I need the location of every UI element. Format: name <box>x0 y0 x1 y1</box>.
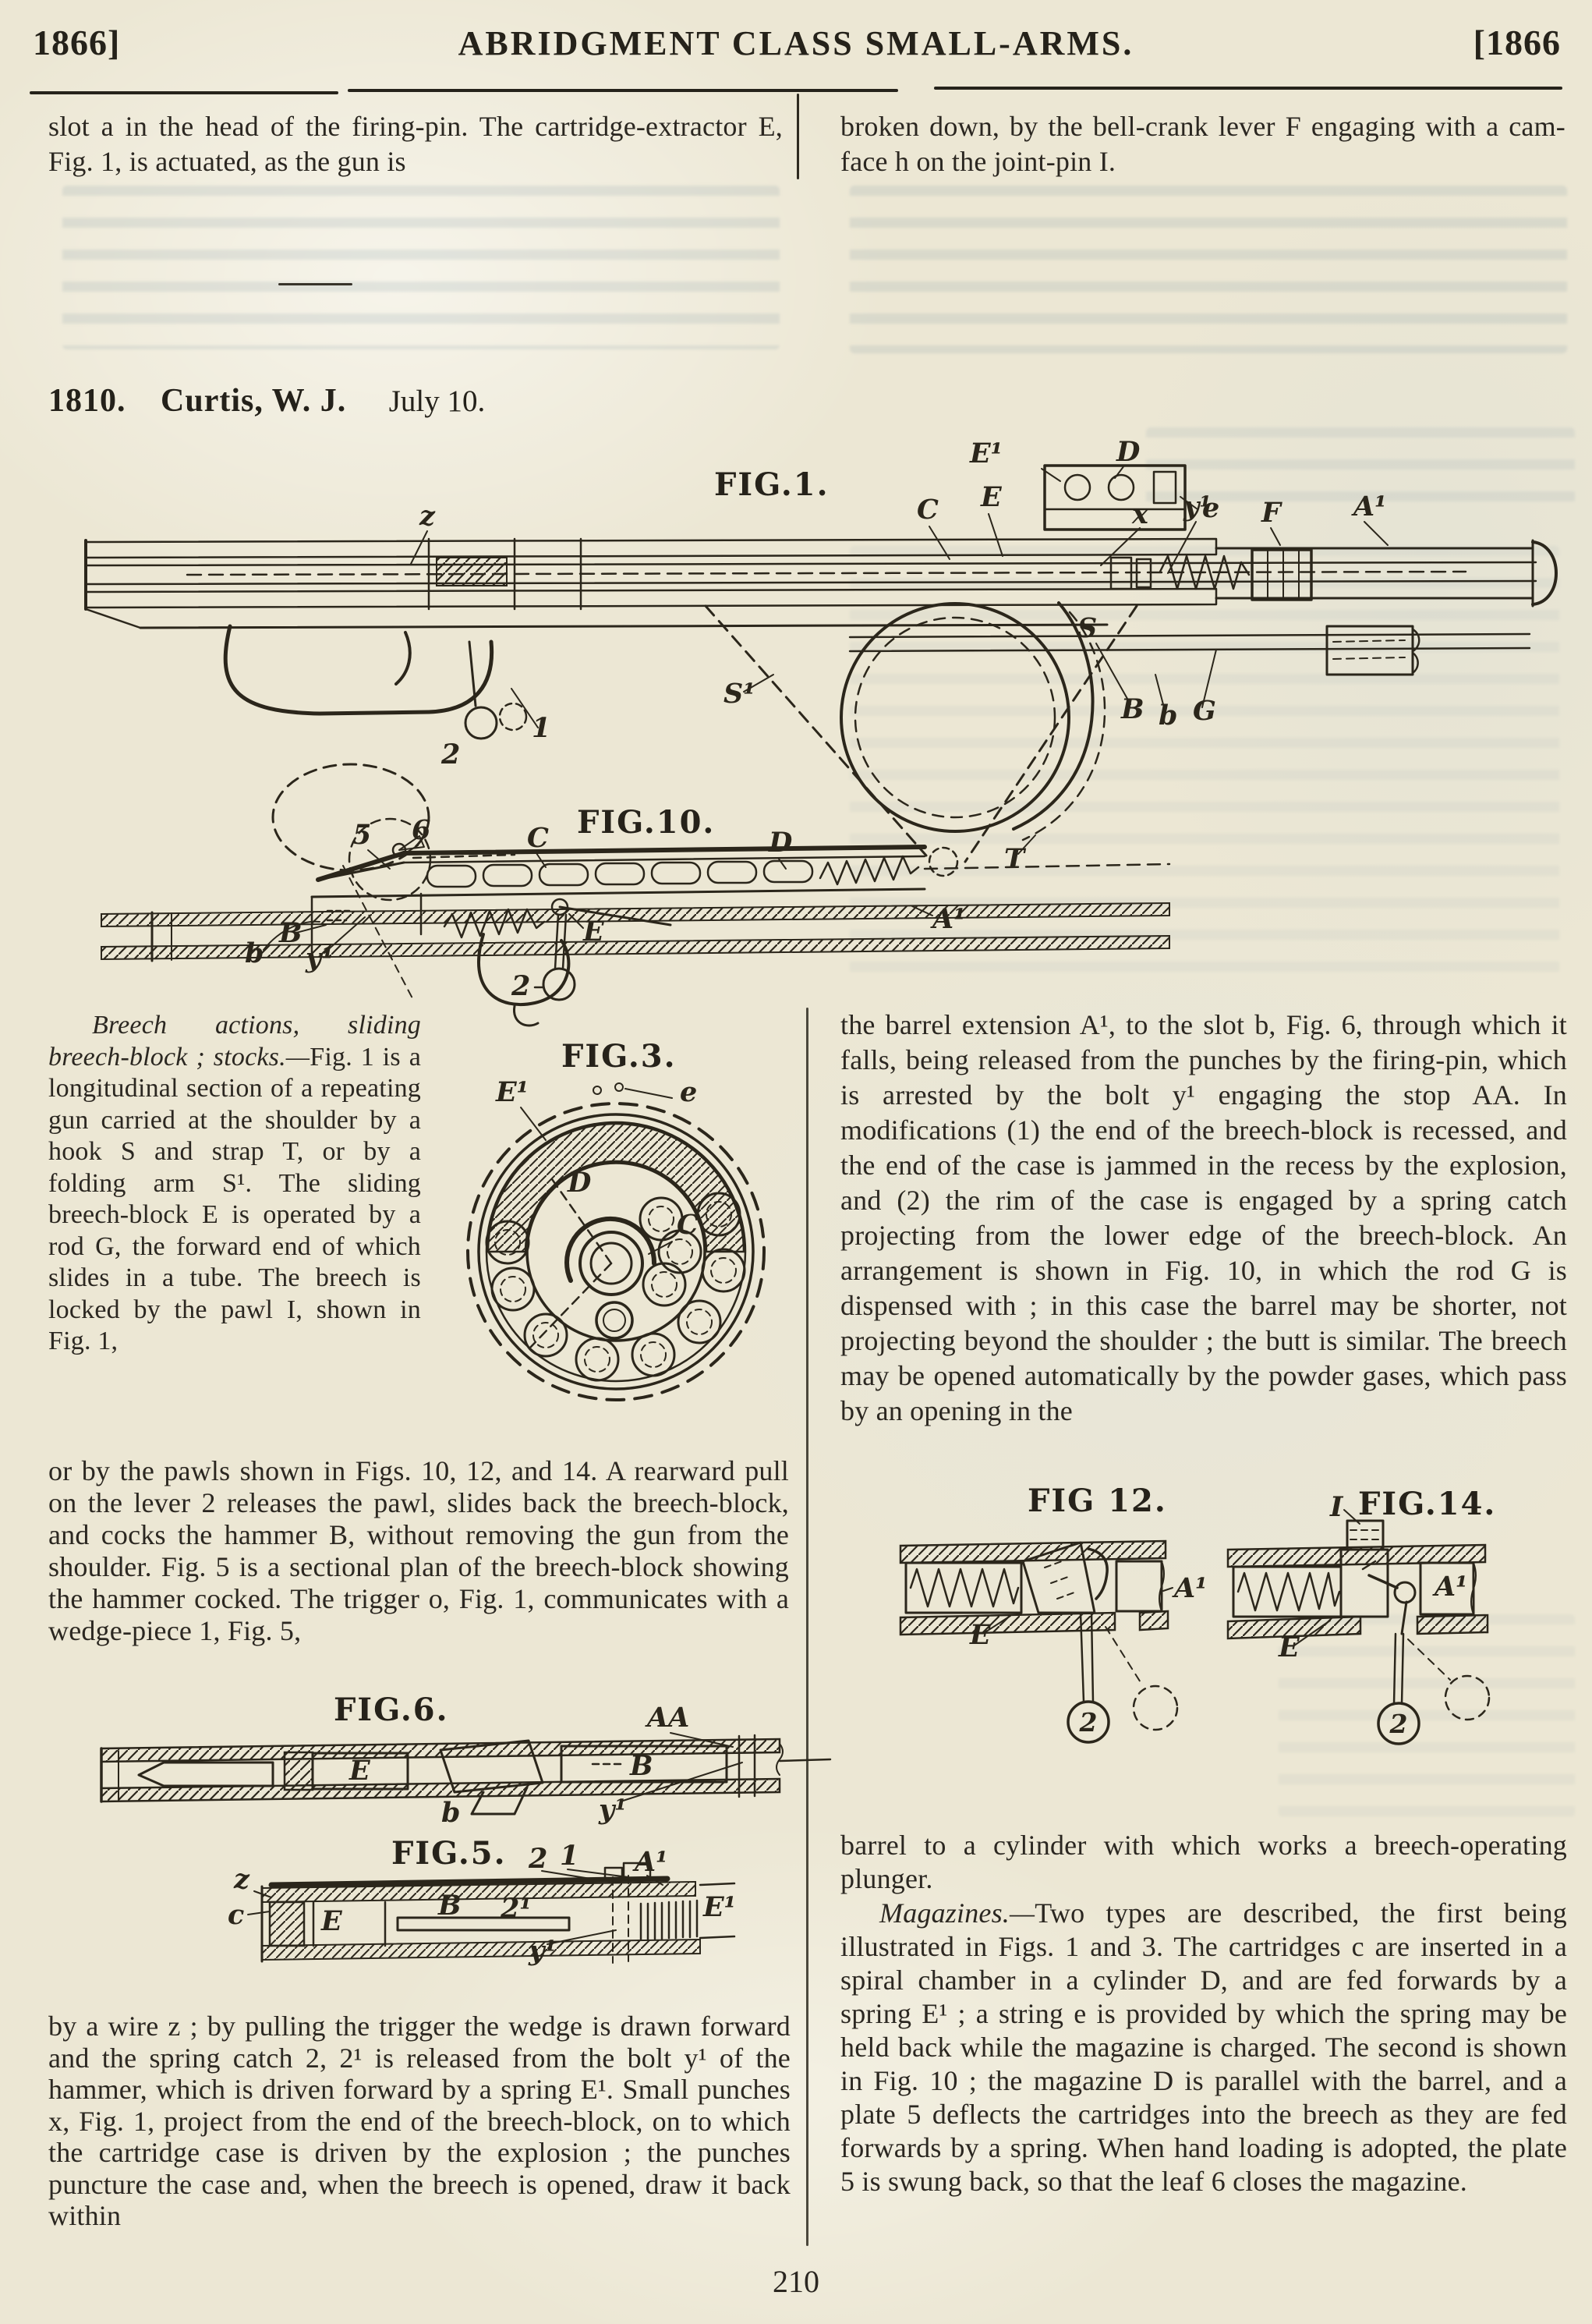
fig14-label: 2 <box>1389 1709 1408 1739</box>
fig10-label: y¹ <box>305 942 334 974</box>
fig14-label: E <box>1278 1631 1300 1663</box>
figure-12-14-illustration: FIG 12. FIG.14. A¹ E 2 <box>899 1483 1496 1745</box>
fig10-label: b <box>245 937 264 969</box>
fig5-label: E <box>320 1905 343 1937</box>
fig5-label: 1 <box>560 1840 578 1872</box>
stray-ink-mark <box>278 283 352 285</box>
figure-14-title: FIG.14. <box>1358 1486 1496 1522</box>
entry-number: 1810. <box>48 383 126 419</box>
figure-10-illustration: FIG.10. <box>101 763 1171 1027</box>
fig10-label: E <box>582 916 605 948</box>
fig6-label: E <box>348 1755 371 1787</box>
fig3-label: C <box>677 1209 699 1241</box>
fig5-spring-coil <box>639 1899 699 1941</box>
paragraph-left-mid: or by the pawls shown in Figs. 10, 12, a… <box>48 1455 789 1646</box>
fig3-label: E¹ <box>495 1076 529 1108</box>
fig3-label: D <box>567 1167 592 1199</box>
fig1-label: x <box>1131 498 1149 530</box>
figure-14-drawing: I A¹ E 2 <box>1226 1491 1491 1745</box>
paragraph-lead: Breech actions, sliding breech-block ; s… <box>48 1011 421 1072</box>
fig1-label: F <box>1261 497 1282 529</box>
fig1-label: S¹ <box>723 678 755 710</box>
fig1-label: C <box>917 494 939 526</box>
figure-10-title: FIG.10. <box>577 804 715 841</box>
fig6-label: AA <box>645 1702 689 1734</box>
fig1-label: B <box>1120 693 1144 725</box>
fig5-label: 2 <box>528 1843 547 1875</box>
paragraph-right-bottom: barrel to a cylinder with which works a … <box>840 1830 1567 1894</box>
fig10-label: 5 <box>352 819 371 851</box>
figure-3-illustration: FIG.3. <box>466 1038 766 1401</box>
fig14-label: A¹ <box>1432 1571 1468 1603</box>
fig1-label: y¹ <box>1183 491 1212 523</box>
figure-1-title: FIG.1. <box>714 466 830 503</box>
fig1-label: S <box>1077 612 1097 644</box>
fig1-label: b <box>1159 700 1177 732</box>
fig5-label: y¹ <box>528 1935 557 1967</box>
intro-paragraph-right: broken down, by the bell-crank lever F e… <box>840 111 1565 177</box>
page-number: 210 <box>773 2264 819 2299</box>
header-year-right: [1866 <box>1473 23 1561 62</box>
fig1-label: T <box>1004 843 1027 875</box>
entry-name: Curtis, W. J. <box>161 383 347 419</box>
fig14-label: I <box>1329 1491 1344 1523</box>
fig5-label: 2¹ <box>500 1893 532 1925</box>
fig1-label: z <box>419 500 436 532</box>
fig5-label: z <box>233 1863 250 1895</box>
paragraph-rest: Fig. 1 is a longitudinal section of a re… <box>48 1042 421 1356</box>
paragraph-magazines: Magazines.—Two types are described, the … <box>840 1897 1567 2198</box>
fig1-label: E <box>980 481 1003 513</box>
paragraph-right-top: the barrel extension A¹, to the slot b, … <box>840 1009 1567 1426</box>
column-divider-main <box>806 1008 808 2246</box>
fig6-label: b <box>441 1797 460 1829</box>
head-rule-segment <box>30 91 338 94</box>
bleed-through-texture <box>62 186 780 349</box>
figure-3-title: FIG.3. <box>561 1038 677 1075</box>
fig1-label: E¹ <box>969 438 1003 469</box>
page-title: ABRIDGMENT CLASS SMALL-ARMS. <box>458 24 1134 62</box>
fig12-label: E <box>969 1619 992 1651</box>
paragraph-rest: Two types are described, the first being… <box>840 1897 1567 2197</box>
entry-heading: 1810. Curtis, W. J. July 10. <box>48 382 485 420</box>
fig1-label: e <box>1202 492 1219 524</box>
fig5-label: B <box>437 1890 462 1922</box>
paragraph-left-bottom: by a wire z ; by pulling the trigger the… <box>48 2010 791 2231</box>
fig10-label: C <box>527 822 549 854</box>
fig1-label: A¹ <box>1351 491 1387 523</box>
fig10-label: B <box>278 917 302 949</box>
head-rule-segment <box>348 89 898 92</box>
fig1-label: G <box>1193 695 1216 727</box>
fig12-label: A¹ <box>1172 1572 1208 1604</box>
bleed-through-texture <box>850 186 1567 353</box>
fig6-label: B <box>629 1750 653 1782</box>
fig5-label: c <box>228 1899 244 1931</box>
fig3-label: e <box>680 1076 697 1108</box>
fig1-label: D <box>1116 436 1141 468</box>
fig5-label: A¹ <box>632 1846 668 1878</box>
fig10-label: 2 <box>511 970 530 1002</box>
figure-5-title: FIG.5. <box>391 1835 507 1872</box>
paragraph-lead: Magazines.— <box>879 1897 1035 1929</box>
figure-12-title: FIG 12. <box>1028 1483 1167 1519</box>
paragraph-breech-actions: Breech actions, sliding breech-block ; s… <box>48 1010 421 1358</box>
header-year-left: 1866] <box>33 23 121 62</box>
head-rule-segment <box>934 87 1562 90</box>
entry-date: July 10. <box>388 384 486 418</box>
column-divider-top <box>797 94 799 179</box>
fig1-label: 2 <box>440 739 460 771</box>
fig10-label: D <box>768 827 793 859</box>
figure-12-drawing: A¹ E 2 <box>899 1539 1208 1744</box>
figure-5-illustration: FIG.5. z c E B 2¹ y¹ 2 <box>228 1835 736 1967</box>
fig5-label: E¹ <box>702 1891 736 1923</box>
fig6-label: y¹ <box>598 1794 627 1826</box>
fig1-label: 1 <box>532 712 550 744</box>
figure-6-illustration: FIG.6. AA E B b y¹ <box>100 1692 832 1829</box>
figure-6-title: FIG.6. <box>334 1692 449 1728</box>
fig12-label: 2 <box>1079 1707 1098 1738</box>
intro-paragraph-left: slot a in the head of the firing-pin. Th… <box>48 111 783 177</box>
figure-1-illustration: FIG.1. <box>84 436 1558 877</box>
fig10-label: 6 <box>412 814 430 846</box>
fig3-cartridges <box>485 1192 746 1382</box>
fig10-label: A¹ <box>930 903 966 935</box>
